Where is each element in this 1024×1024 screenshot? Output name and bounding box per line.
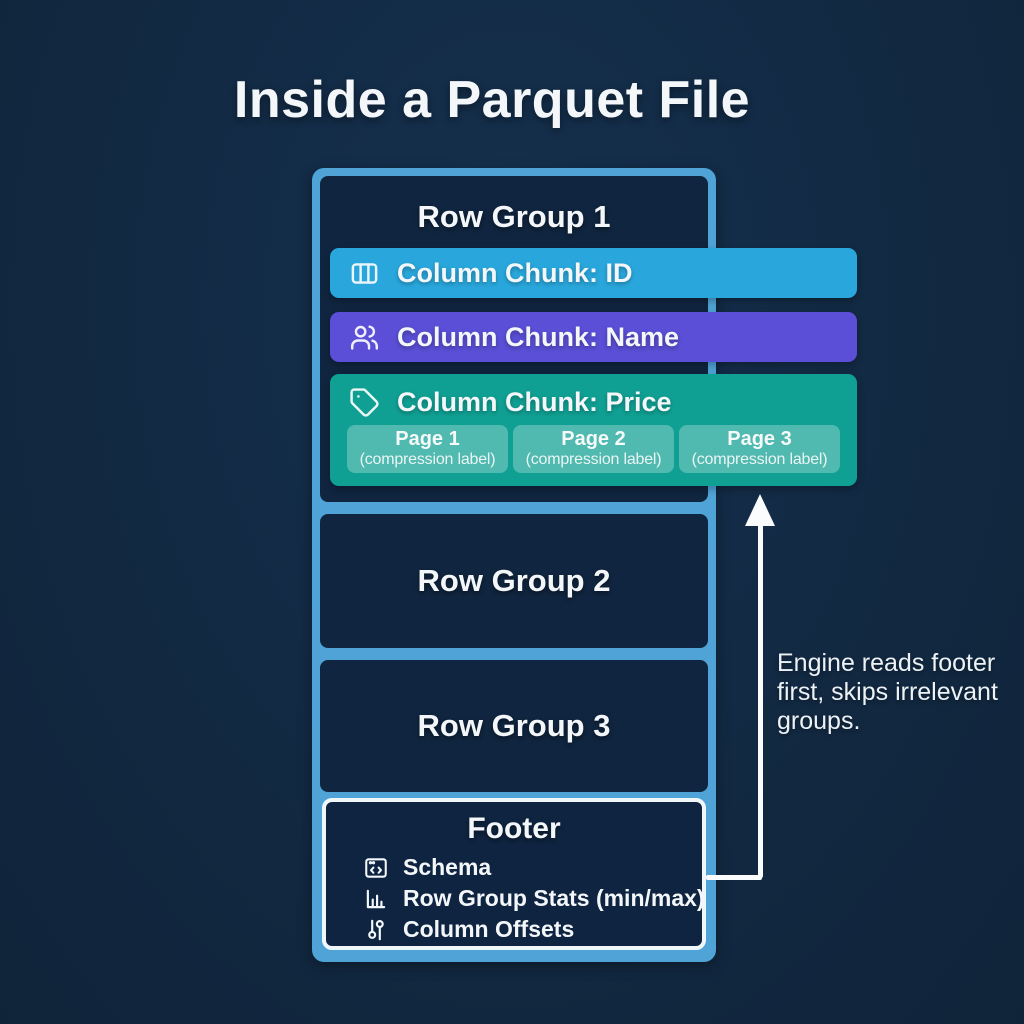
page-2-chip: Page 2 (compression label) bbox=[513, 425, 674, 473]
users-icon bbox=[349, 322, 380, 353]
column-chunk-price-label: Column Chunk: Price bbox=[397, 386, 672, 417]
column-chunk-name-label: Column Chunk: Name bbox=[397, 321, 680, 352]
footer-connector-line bbox=[706, 875, 762, 880]
arrow-up-icon bbox=[745, 494, 775, 526]
page-3-chip: Page 3 (compression label) bbox=[679, 425, 840, 473]
price-pages-row: Page 1 (compression label) Page 2 (compr… bbox=[347, 425, 840, 473]
arrow-shaft bbox=[758, 524, 763, 878]
row-group-2-label: Row Group 2 bbox=[417, 563, 611, 598]
page-3-label: Page 3 bbox=[727, 428, 792, 450]
page-title: Inside a Parquet File bbox=[233, 71, 751, 129]
row-group-3-box: Row Group 3 bbox=[320, 660, 708, 792]
column-chunk-name-bar: Column Chunk: Name bbox=[330, 312, 857, 362]
schema-icon bbox=[363, 855, 389, 881]
page-1-chip: Page 1 (compression label) bbox=[347, 425, 508, 473]
footer-item-schema: Schema bbox=[363, 852, 702, 883]
footer-box: Footer Schema bbox=[322, 798, 706, 950]
footer-item-column-offsets-label: Column Offsets bbox=[403, 916, 575, 942]
engine-annotation: Engine reads footer first, skips irrelev… bbox=[777, 649, 998, 735]
footer-item-row-group-stats-label: Row Group Stats (min/max) bbox=[403, 885, 705, 911]
page-1-sublabel: (compression label) bbox=[359, 451, 496, 468]
row-group-3-label: Row Group 3 bbox=[417, 708, 611, 743]
column-chunk-price-block: Column Chunk: Price Page 1 (compression … bbox=[330, 374, 857, 486]
bar-chart-icon bbox=[363, 886, 389, 912]
footer-item-column-offsets: Column Offsets bbox=[363, 914, 702, 945]
footer-items: Schema Row Group Stats (min/max) bbox=[363, 852, 705, 945]
tag-icon bbox=[349, 387, 380, 418]
page-3-sublabel: (compression label) bbox=[691, 451, 828, 468]
footer-item-row-group-stats: Row Group Stats (min/max) bbox=[363, 883, 705, 914]
row-group-1-label: Row Group 1 bbox=[417, 199, 611, 234]
footer-item-schema-label: Schema bbox=[403, 854, 492, 880]
page-2-label: Page 2 bbox=[561, 428, 626, 450]
page-1-label: Page 1 bbox=[395, 428, 460, 450]
row-group-2-box: Row Group 2 bbox=[320, 514, 708, 648]
column-offsets-icon bbox=[363, 917, 389, 943]
page-2-sublabel: (compression label) bbox=[525, 451, 662, 468]
columns-icon bbox=[349, 258, 380, 289]
column-chunk-id-label: Column Chunk: ID bbox=[397, 257, 633, 288]
footer-title: Footer bbox=[467, 812, 561, 845]
column-chunk-id-bar: Column Chunk: ID bbox=[330, 248, 857, 298]
